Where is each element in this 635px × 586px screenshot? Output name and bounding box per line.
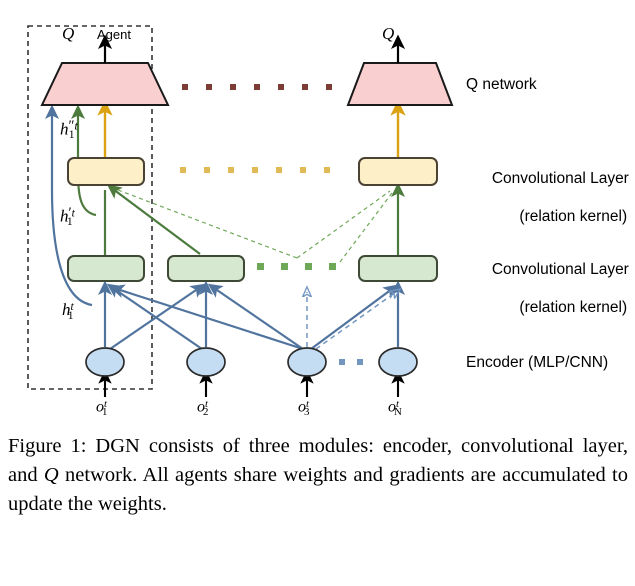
caption-prefix: Figure 1: (8, 435, 87, 457)
skip-connection-blue (44, 104, 93, 307)
encoder-to-conv-arrows (97, 280, 406, 351)
h-double-prime-label: h″t1 (60, 118, 78, 142)
arrow-convb3-convt1-dashed (117, 189, 298, 259)
observation-2-sub: 2 (203, 406, 209, 419)
observation-1-sup: t (104, 398, 108, 410)
label-encoder: Encoder (MLP/CNN) (466, 354, 609, 371)
observation-4-sup: t (396, 398, 400, 410)
h-prime-sup: t (71, 206, 75, 220)
observation-4-sub: N (394, 406, 402, 419)
encoder-node-3[interactable] (287, 347, 327, 377)
arrow-convb3-convt4-dashed (296, 190, 391, 259)
caption-part2: network. All agents share weights and gr… (8, 464, 628, 515)
observation-3-sub: 3 (304, 406, 310, 419)
h-plain-base: h (62, 300, 71, 319)
conv-top-to-qnet-arrows (97, 99, 406, 158)
h-prime-base: h (60, 206, 69, 226)
h-double-prime-sub: 1 (68, 128, 75, 142)
dots-row-conv-bottom (257, 263, 336, 270)
label-conv-layer-bottom: Convolutional Layer (relation kernel) (466, 241, 629, 336)
diagram-svg (27, 25, 454, 397)
observation-label-3: ot3 (298, 398, 309, 418)
arrow-enc3-conv4-dashed (315, 292, 396, 350)
arrow-enc2-conv1 (106, 283, 203, 350)
observation-1-base: o (96, 398, 104, 416)
h-prime-label: h′t1 (60, 205, 75, 229)
observation-1-sub: 1 (102, 406, 108, 419)
encoder-node-2[interactable] (186, 347, 226, 377)
observation-4-base: o (388, 398, 396, 416)
q-output-label-left: Q (62, 24, 75, 43)
label-q-network: Q network (466, 76, 537, 93)
arrow-enc3-conv1 (109, 284, 304, 351)
observation-input-arrows (98, 369, 405, 397)
observation-3-base: o (298, 398, 306, 416)
observation-3-sup: t (306, 398, 310, 410)
figure-caption: Figure 1: DGN consists of three modules:… (8, 432, 628, 519)
conv-layer-top-box-4[interactable] (358, 157, 438, 186)
encoder-node-1[interactable] (85, 347, 125, 377)
dots-row-encoder (339, 359, 363, 365)
label-conv-layer-top: Convolutional Layer (relation kernel) (466, 150, 629, 245)
observation-label-1: ot1 (96, 398, 107, 418)
encoder-node-4[interactable] (378, 347, 418, 377)
dots-row-q-network (182, 84, 332, 90)
caption-part1: DGN consists of three modules: encoder, … (8, 435, 629, 486)
arrow-convb-dash-convt4-dashed (339, 192, 393, 263)
agent-box-label: Agent (97, 27, 131, 42)
h-plain-label: ht1 (62, 300, 74, 322)
q-network-right[interactable] (346, 62, 454, 106)
observation-label-4: otN (388, 398, 402, 418)
h-prime-mark: ′ (68, 205, 72, 221)
agent-dashed-box (27, 25, 153, 390)
label-conv-layer-top-line2: (relation kernel) (519, 208, 628, 225)
caption-q-symbol: Q (43, 464, 59, 486)
conv-layer-bottom-box-4[interactable] (358, 255, 438, 282)
arrow-convb2-convt1 (107, 184, 201, 255)
q-output-label-right: Q (382, 24, 395, 43)
h-double-prime-mark: ″ (68, 118, 75, 134)
conv-layer-bottom-box-2[interactable] (167, 255, 245, 282)
arrow-enc3-conv2 (207, 283, 304, 350)
h-plain-sup: t (70, 300, 74, 314)
observation-2-base: o (197, 398, 205, 416)
observation-label-2: ot2 (197, 398, 208, 418)
conv-layer-top-box-1[interactable] (67, 157, 145, 186)
q-output-arrows (97, 34, 406, 63)
h-plain-sub: 1 (67, 308, 74, 322)
arrow-enc1-conv2 (109, 283, 206, 350)
dots-row-conv-top (180, 167, 330, 173)
q-network-left[interactable] (40, 62, 170, 106)
diagram-area: Agent Q Q h″t1 h′t1 ht1 ot1 ot2 ot3 otN … (27, 24, 629, 418)
h-prime-sub: 1 (66, 215, 73, 229)
conv-bottom-to-top-arrows (103, 182, 406, 256)
label-conv-layer-bottom-line1: Convolutional Layer (491, 261, 629, 278)
arrow-enc3-conv4 (310, 284, 399, 350)
encoder-to-conv-dashed-arrows (307, 292, 396, 350)
label-conv-layer-bottom-line2: (relation kernel) (519, 299, 628, 316)
h-double-prime-sup: t (74, 119, 78, 133)
conv-layer-bottom-box-1[interactable] (67, 255, 145, 282)
label-conv-layer-top-line1: Convolutional Layer (491, 170, 629, 187)
h-double-prime-base: h (60, 119, 69, 139)
conv-bottom-to-top-dashed-arrows (117, 189, 393, 263)
observation-2-sup: t (205, 398, 209, 410)
